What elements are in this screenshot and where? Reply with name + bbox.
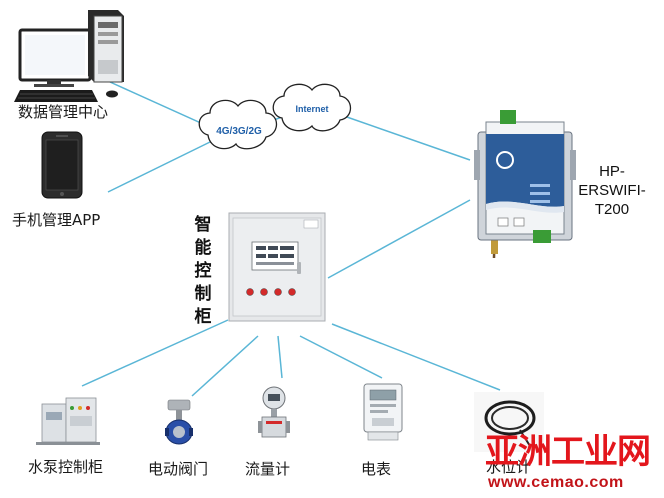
cellular-cloud-label: 4G/3G/2G — [216, 126, 262, 137]
pump-cabinet-icon — [36, 397, 100, 445]
pump-cabinet-label: 水泵控制柜 — [28, 458, 104, 476]
flowmeter-label: 流量计 — [245, 460, 291, 478]
line-cabinet-to-pump — [81, 319, 229, 387]
level-gauge-icon — [474, 392, 544, 452]
control-cabinet-char: 智 — [194, 215, 212, 235]
wifi-device-label-line: T200 — [594, 201, 630, 218]
wifi-device-label: HP- ERSWIFI- T200 — [572, 162, 652, 219]
line-cabinet-to-meter — [299, 335, 383, 379]
data-center-label: 数据管理中心 — [18, 103, 108, 121]
wifi-device-label-line: ERSWIFI- — [578, 182, 646, 199]
electric-meter-label: 电表 — [361, 460, 392, 478]
internet-cloud-icon: Internet — [272, 83, 352, 132]
line-cabinet-to-flowmeter — [277, 335, 283, 379]
watermark-url: www.cemao.com — [488, 474, 624, 491]
valve-icon — [165, 399, 193, 445]
line-cabinet-to-levelgauge — [331, 323, 501, 391]
line-pc-to-network — [109, 81, 213, 129]
line-phone-to-network — [107, 141, 211, 193]
control-cabinet-label: 智 能 控 制 柜 — [193, 214, 213, 329]
electric-meter-icon — [363, 383, 403, 441]
control-cabinet-char: 制 — [194, 284, 212, 304]
line-internet-to-device — [343, 115, 471, 161]
mobile-app-label: 手机管理APP — [12, 211, 100, 229]
computer-icon — [14, 10, 124, 102]
valve-label: 电动阀门 — [148, 460, 209, 478]
connection-lines — [81, 81, 501, 397]
cellular-cloud-icon: 4G/3G/2G — [198, 99, 278, 150]
control-cabinet-char: 柜 — [194, 307, 212, 327]
control-cabinet-char: 能 — [194, 238, 212, 258]
wifi-device-icon — [474, 110, 576, 259]
flowmeter-icon — [258, 386, 290, 438]
control-cabinet-char: 控 — [194, 261, 212, 281]
watermark-brand: 亚洲工业网 — [485, 432, 651, 472]
control-cabinet-icon — [228, 212, 326, 322]
phone-icon — [41, 131, 83, 199]
level-gauge-label: 水位计 — [486, 458, 532, 476]
internet-cloud-label: Internet — [295, 104, 328, 114]
line-cabinet-to-device — [327, 199, 471, 279]
wifi-device-label-line: HP- — [599, 163, 625, 180]
line-cabinet-to-valve — [191, 335, 259, 397]
